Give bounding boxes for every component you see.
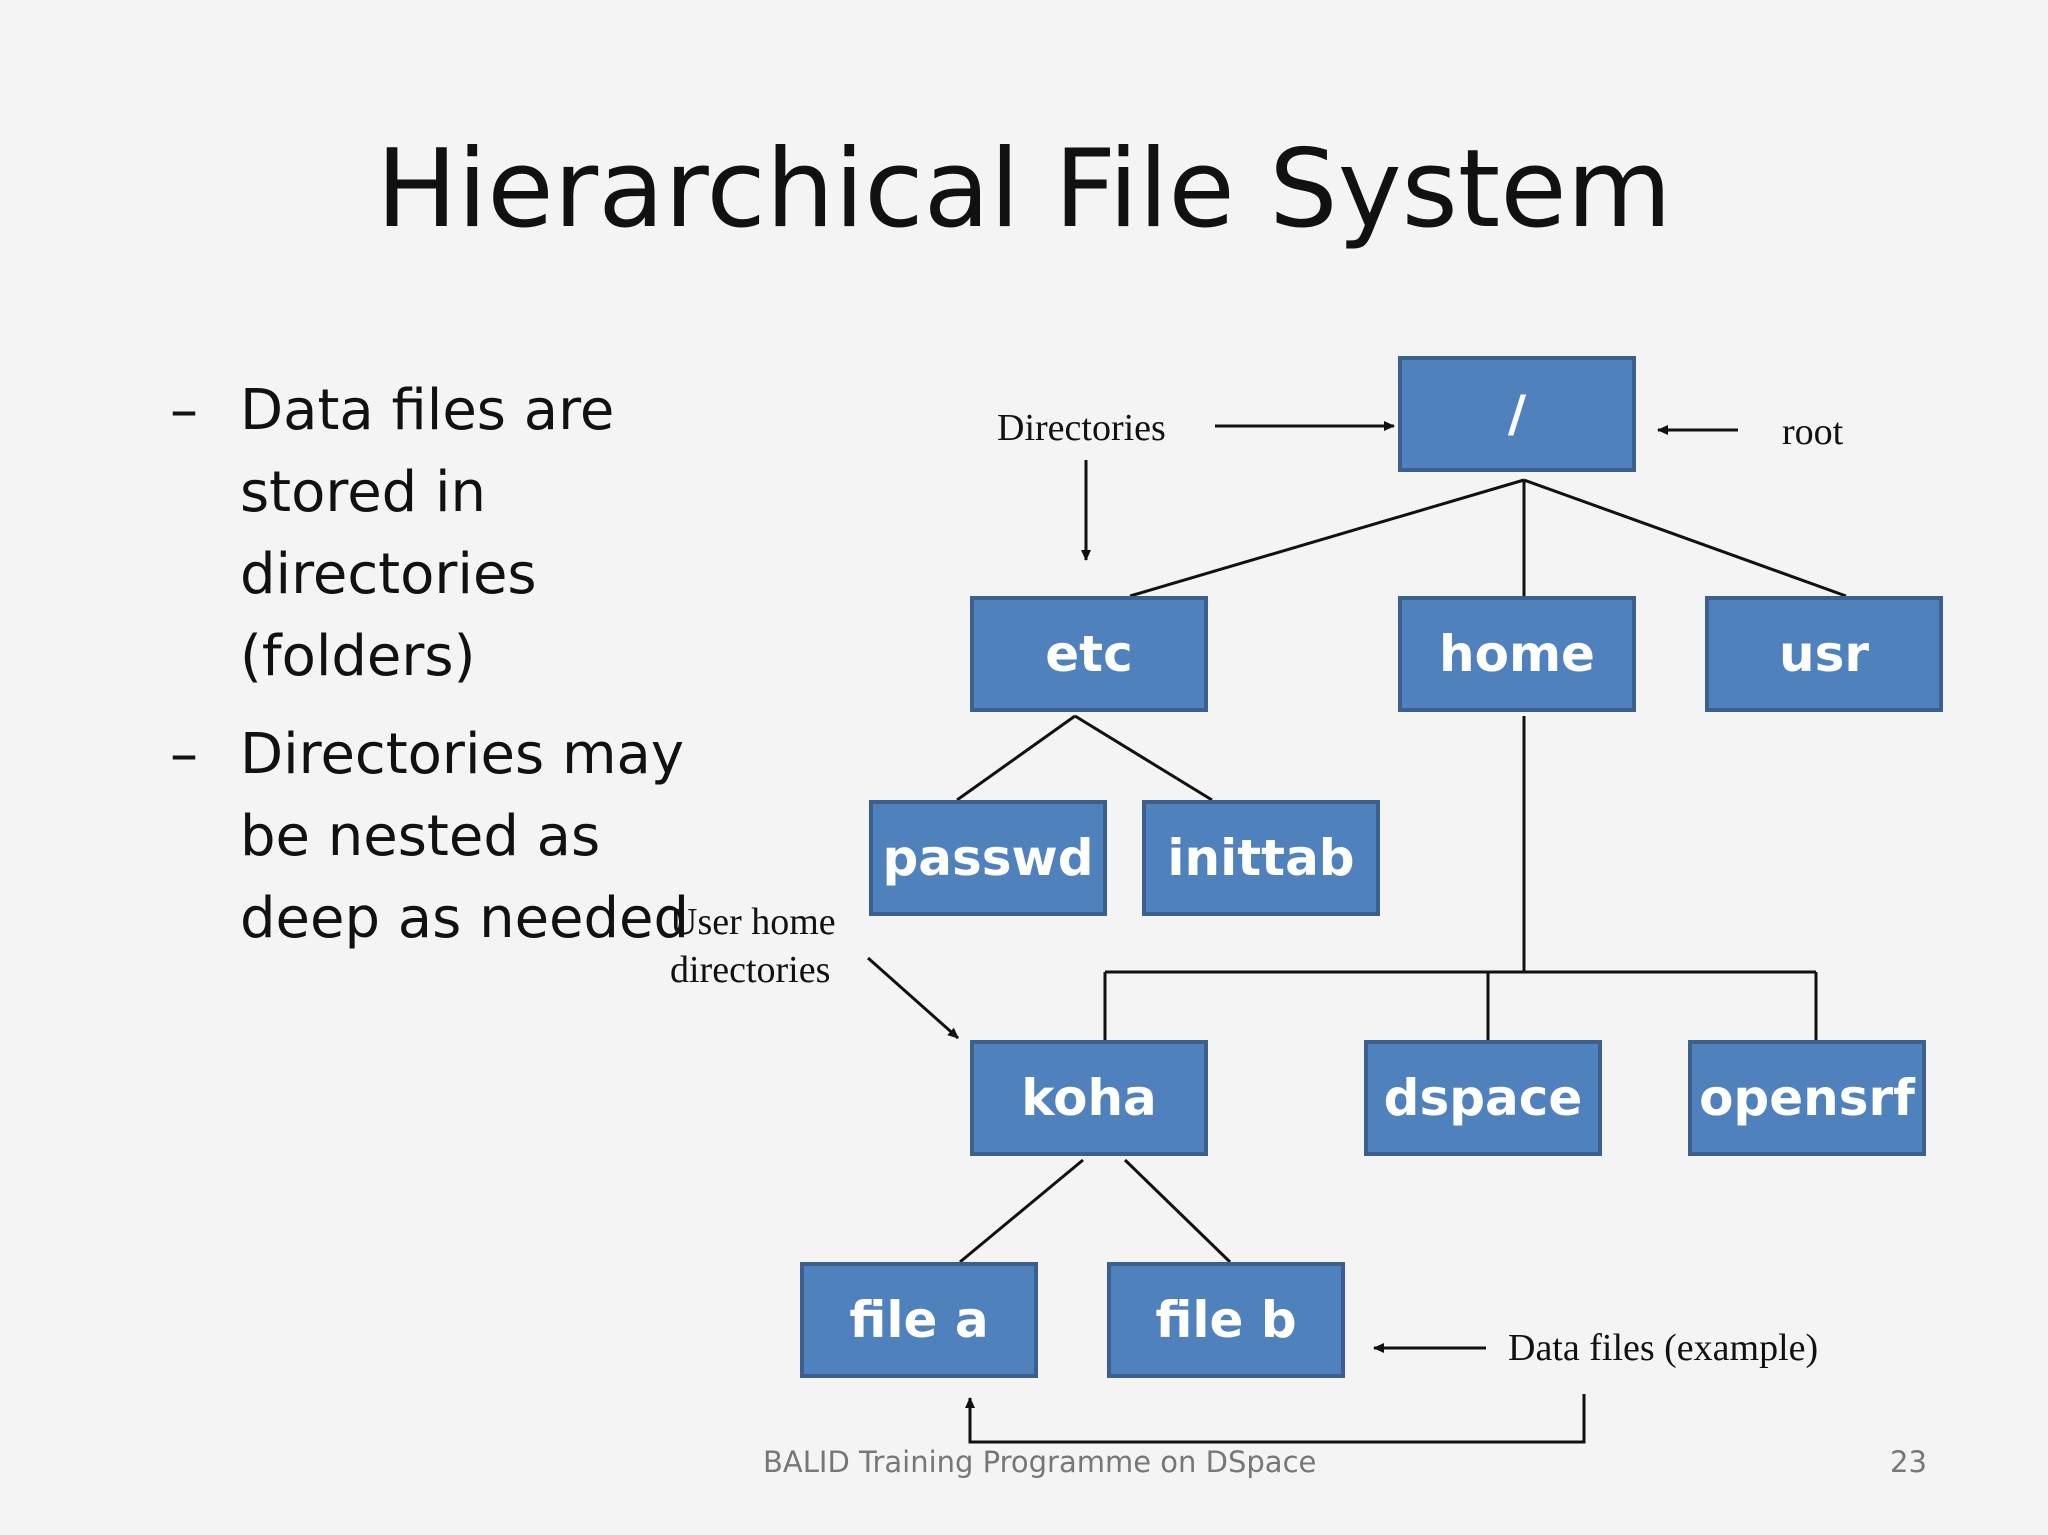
bullet-dash: – (170, 378, 198, 443)
edge-root-etc (1129, 478, 1525, 598)
edge-koha-filea (959, 1158, 1084, 1264)
label-root: root (1782, 411, 1844, 453)
node-usr: usr (1705, 596, 1943, 712)
bullet-text: Data files are stored in directories (fo… (240, 378, 615, 689)
node-koha: koha (970, 1040, 1208, 1156)
node-root: / (1398, 356, 1636, 472)
node-dspace: dspace (1364, 1040, 1602, 1156)
label-user-home-line2: directories (670, 949, 831, 991)
slide-title: Hierarchical File System (376, 127, 1672, 252)
bullet-list: – Data files are stored in directories (… (170, 370, 730, 976)
bullet-dash: – (170, 722, 198, 787)
footer-text: BALID Training Programme on DSpace (763, 1445, 1317, 1479)
page-number: 23 (1890, 1445, 1927, 1479)
node-inittab: inittab (1142, 800, 1380, 916)
node-file-a: file a (800, 1262, 1038, 1378)
bullet-text: Directories may be nested as deep as nee… (240, 722, 690, 951)
node-file-b: file b (1107, 1262, 1345, 1378)
bullet-item: – Directories may be nested as deep as n… (170, 714, 730, 960)
node-home: home (1398, 596, 1636, 712)
label-data-files: Data files (example) (1508, 1327, 1819, 1369)
edge-etc-passwd (956, 714, 1076, 802)
label-directories: Directories (997, 407, 1166, 449)
node-etc: etc (970, 596, 1208, 712)
edge-etc-inittab (1074, 714, 1213, 802)
edge-root-usr (1523, 478, 1847, 598)
node-opensrf: opensrf (1688, 1040, 1926, 1156)
label-user-home-line1: User home (670, 901, 836, 943)
bullet-item: – Data files are stored in directories (… (170, 370, 730, 698)
arrow-user-home (867, 956, 959, 1040)
edge-koha-fileb (1123, 1158, 1232, 1264)
node-passwd: passwd (869, 800, 1107, 916)
arrow-data-files-loop (965, 1394, 1586, 1444)
